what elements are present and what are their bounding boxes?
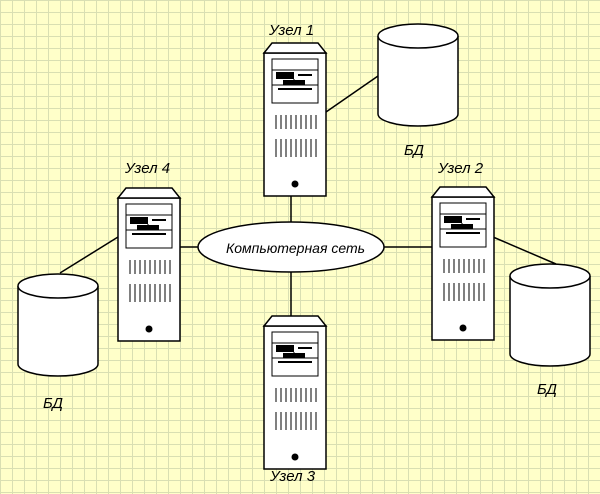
node3-server-icon bbox=[263, 315, 327, 470]
link-node1-db1 bbox=[325, 75, 379, 113]
db1-label: БД bbox=[404, 142, 424, 159]
db1-cylinder-icon bbox=[377, 23, 459, 127]
node3-label: Узел 3 bbox=[270, 468, 316, 485]
node2-label: Узел 2 bbox=[438, 160, 484, 177]
node1-label: Узел 1 bbox=[269, 22, 315, 39]
network-ellipse bbox=[197, 221, 385, 273]
node4-label: Узел 4 bbox=[125, 160, 171, 177]
link-node4-db4 bbox=[59, 236, 119, 274]
node4-server-icon bbox=[117, 187, 181, 342]
node2-server-icon bbox=[431, 186, 495, 341]
db4-cylinder-icon bbox=[17, 273, 99, 377]
network-label: Компьютерная сеть bbox=[226, 240, 365, 256]
db2-cylinder-icon bbox=[509, 263, 591, 367]
node1-server-icon bbox=[263, 42, 327, 197]
db2-label: БД bbox=[537, 381, 557, 398]
db4-label: БД bbox=[43, 395, 63, 412]
connection-lines bbox=[59, 75, 557, 316]
link-node2-db2 bbox=[492, 236, 557, 265]
